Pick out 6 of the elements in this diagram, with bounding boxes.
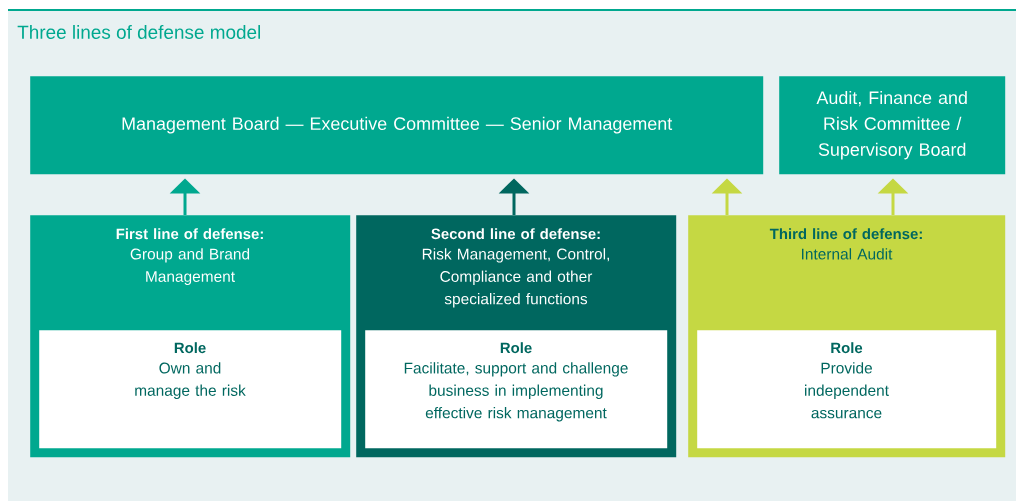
role-box: Role Provide independent assurance [697, 330, 997, 449]
role-box: Role Facilitate, support and challenge business in implementing effective risk management [365, 330, 668, 449]
organ-box: Audit, Finance and Risk Committee / Supervisory Board [779, 76, 1006, 175]
role-box: Role Own and manage the risk [39, 330, 342, 449]
title: Three lines of defense model [17, 25, 260, 39]
organ-box: Management Board — Executive Committee — Senior Management [30, 76, 764, 175]
